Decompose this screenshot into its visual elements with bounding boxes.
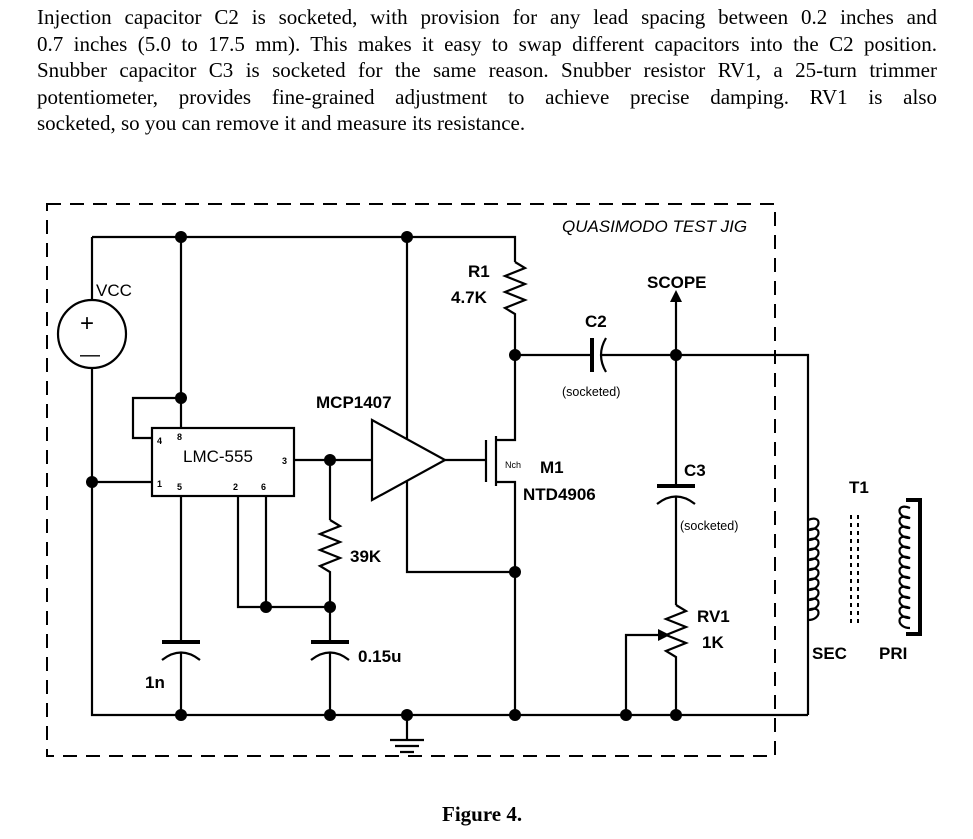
test-jig-title: QUASIMODO TEST JIG [562, 217, 747, 236]
rv1-wiper-arrow-icon [658, 629, 670, 641]
figure-caption: Figure 4. [442, 802, 522, 826]
pin8-label: 8 [177, 432, 182, 442]
c3-ref: C3 [684, 461, 706, 480]
r39-value: 39K [350, 547, 382, 566]
t1-sec-label: SEC [812, 644, 847, 663]
paragraph-line-3: Snubber capacitor C3 is socketed for the… [37, 58, 937, 82]
mosfet-type-label: Nch [505, 460, 521, 470]
mcp1407-driver-symbol [370, 418, 448, 502]
c1n-value: 1n [145, 673, 165, 692]
rv1-value: 1K [702, 633, 724, 652]
mosfet-drain-wire [496, 355, 517, 442]
description-paragraph: Injection capacitor C2 is socketed, with… [37, 4, 937, 137]
pin5-label: 5 [177, 482, 182, 492]
mcp1407-label: MCP1407 [316, 393, 392, 412]
paragraph-line-5: socketed, so you can remove it and measu… [37, 111, 526, 135]
t1-core [850, 515, 859, 625]
t1-pri-label: PRI [879, 644, 907, 663]
vcc-plus-sign: + [80, 310, 94, 337]
t1-ref: T1 [849, 478, 869, 497]
c015-value: 0.15u [358, 647, 401, 666]
scope-label: SCOPE [647, 273, 707, 292]
scope-arrow-icon [670, 290, 682, 302]
pin2-label: 2 [233, 482, 238, 492]
paragraph-line-1: Injection capacitor C2 is socketed, with… [37, 5, 937, 29]
c2-note: (socketed) [562, 385, 620, 399]
pin4-reset-wire [131, 396, 181, 440]
r1-ref: R1 [468, 262, 490, 281]
pin6-label: 6 [261, 482, 266, 492]
lmc555-ic-body [150, 426, 296, 498]
lmc555-label: LMC-555 [183, 447, 253, 466]
t1-primary-coil [898, 498, 922, 636]
test-jig-boundary [46, 203, 776, 757]
rv1-resistor [663, 604, 689, 715]
pin3-label: 3 [282, 456, 287, 466]
pin2-wire [236, 496, 330, 609]
ground-rail-wire [90, 368, 515, 717]
pin4-label: 4 [157, 436, 162, 446]
c3-note: (socketed) [680, 519, 738, 533]
ground-icon [390, 738, 424, 754]
c2-right-wire [600, 353, 810, 715]
top-rail-wire [92, 235, 517, 262]
mosfet-source-wire [496, 480, 517, 715]
r1-value: 4.7K [451, 288, 488, 307]
r1-resistor [502, 261, 528, 355]
c2-ref: C2 [585, 312, 607, 331]
rv1-ref: RV1 [697, 607, 730, 626]
mosfet-ref: M1 [540, 458, 564, 477]
paragraph-line-2: 0.7 inches (5.0 to 17.5 mm). This makes … [37, 31, 937, 56]
driver-ground-wire [405, 481, 515, 574]
t1-secondary-coil [807, 517, 820, 622]
pin1-label: 1 [157, 479, 162, 489]
junction-dots [86, 231, 682, 721]
vcc-minus-sign: — [80, 344, 100, 366]
rv1-wiper-wire [624, 633, 660, 715]
paragraph-line-4: potentiometer, provides fine-grained adj… [37, 84, 937, 109]
vcc-label: VCC [96, 281, 132, 300]
r39-resistor [317, 519, 343, 607]
mosfet-part: NTD4906 [523, 485, 596, 504]
